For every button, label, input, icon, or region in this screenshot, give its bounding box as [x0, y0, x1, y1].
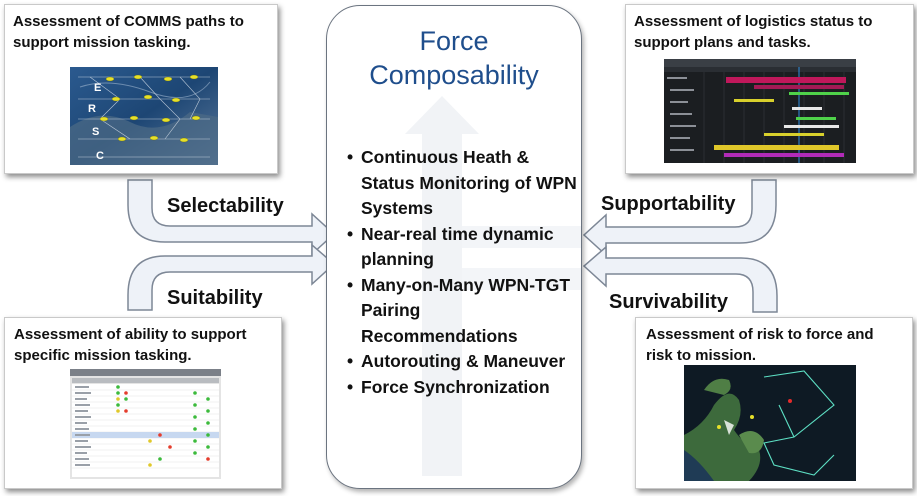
bullet-dynamic-planning: Near-real time dynamic planning [347, 222, 579, 273]
capability-list: Continuous Heath & Status Monitoring of … [347, 145, 579, 400]
comms-letter-s: S [92, 126, 99, 138]
risk-map-thumbnail [684, 365, 856, 481]
logistics-caption-line-1: Assessment of logistics status to [634, 11, 872, 32]
logistics-caption-line-2: support plans and tasks. [634, 32, 872, 53]
suitability-caption: Assessment of ability to support specifi… [14, 324, 247, 366]
comms-letter-e: E [94, 82, 101, 94]
bullet-autorouting: Autorouting & Maneuver [347, 349, 579, 375]
bullet-health-monitoring: Continuous Heath & Status Monitoring of … [347, 145, 579, 222]
logistics-caption: Assessment of logistics status to suppor… [634, 11, 872, 53]
risk-caption-line-2: risk to mission. [646, 345, 874, 366]
suitability-label: Suitability [167, 286, 263, 310]
selectability-label: Selectability [167, 194, 284, 218]
panel-title: Force Composability [327, 24, 581, 92]
comms-caption: Assessment of COMMS paths to support mis… [13, 11, 244, 53]
supportability-label: Supportability [601, 192, 735, 216]
survivability-label: Survivability [609, 290, 728, 314]
force-composability-panel: Force Composability Continuous Heath & S… [326, 5, 582, 489]
title-line-2: Composability [327, 58, 581, 92]
risk-caption: Assessment of risk to force and risk to … [646, 324, 874, 366]
suitability-table-thumbnail [70, 369, 221, 479]
comms-letter-r: R [88, 103, 96, 115]
suitability-caption-line-1: Assessment of ability to support [14, 324, 247, 345]
bullet-synchronization: Force Synchronization [347, 375, 579, 401]
logistics-gantt-thumbnail [664, 59, 856, 163]
comms-letter-c: C [96, 150, 104, 162]
suitability-caption-line-2: specific mission tasking. [14, 345, 247, 366]
risk-caption-line-1: Assessment of risk to force and [646, 324, 874, 345]
bullet-pairing: Many-on-Many WPN-TGT Pairing Recommendat… [347, 273, 579, 350]
comms-caption-line-2: support mission tasking. [13, 32, 244, 53]
comms-map-thumbnail: E R S C [70, 67, 218, 165]
comms-caption-line-1: Assessment of COMMS paths to [13, 11, 244, 32]
title-line-1: Force [327, 24, 581, 58]
